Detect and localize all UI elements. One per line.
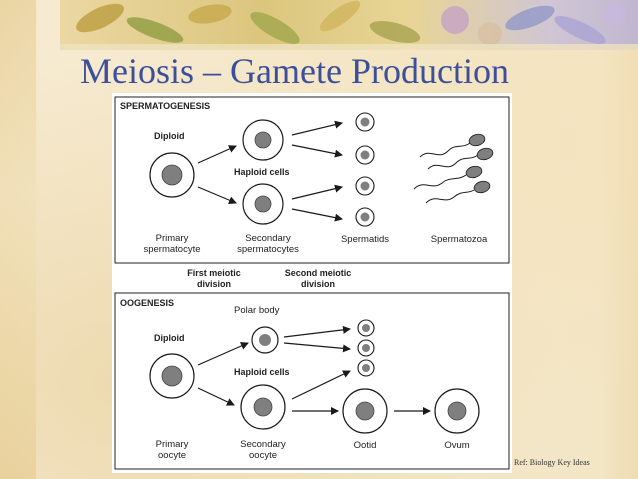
sperm-stage2-label-line1: Secondary: [245, 233, 291, 244]
spermatogenesis-panel: [114, 96, 510, 264]
gamete-production-diagram: SPERMATOGENESIS Diploid Haploid cells Pr…: [112, 93, 512, 473]
primary-oocyte-nucleus: [161, 365, 183, 387]
left-decorative-strip: [0, 0, 36, 479]
oogenesis-panel: [114, 292, 510, 470]
oo-arrow-1a: [197, 342, 249, 366]
sperm-arrow-2a: [291, 120, 343, 136]
polar-body-2-nucleus: [362, 324, 370, 332]
sperm-stage2-label-line2: spermatocytes: [237, 244, 299, 255]
oo-arrow-2b: [283, 342, 351, 353]
spermatozoon-2: [427, 147, 494, 170]
spermatozoon-3: [413, 165, 483, 190]
sperm-haploid-label: Haploid cells: [234, 167, 290, 177]
second-division-label-line2: division: [301, 279, 335, 289]
primary-spermatocyte-nucleus: [161, 164, 183, 186]
reference-note: Ref: Biology Key Ideas: [514, 458, 590, 467]
slide-title: Meiosis – Gamete Production: [80, 51, 509, 91]
floral-banner-image: [60, 0, 638, 50]
spermatozoon-4: [425, 180, 491, 204]
spermatid-1-nucleus: [360, 117, 370, 127]
spermatid-2-nucleus: [360, 150, 370, 160]
spermatid-4-nucleus: [360, 212, 370, 222]
sperm-arrow-2b: [291, 144, 343, 158]
oo-stage2-label-line2: oocyte: [249, 450, 277, 461]
polar-body-label: Polar body: [234, 305, 280, 316]
second-division-label-line1: Second meiotic: [285, 268, 352, 278]
polar-body-4-nucleus: [362, 364, 370, 372]
oo-stage1-label-line2: oocyte: [158, 450, 186, 461]
oo-haploid-label: Haploid cells: [234, 367, 290, 377]
oo-stage3-label: Ootid: [354, 440, 377, 451]
ovum-nucleus: [447, 401, 467, 421]
oo-stage1-label-line1: Primary: [156, 439, 189, 450]
secondary-spermatocyte-nucleus-top: [254, 131, 272, 149]
sperm-stage1-label-line2: spermatocyte: [143, 244, 200, 255]
first-division-label-line1: First meiotic: [187, 268, 241, 278]
first-polar-body-nucleus: [259, 334, 271, 346]
sperm-arrow-2d: [291, 208, 343, 222]
oo-stage4-label: Ovum: [444, 440, 469, 451]
spermatogenesis-heading: SPERMATOGENESIS: [120, 101, 210, 111]
sperm-stage1-label-line1: Primary: [156, 233, 189, 244]
first-division-label-line2: division: [197, 279, 231, 289]
sperm-arrow-2c: [291, 184, 343, 200]
spermatid-3-nucleus: [360, 181, 370, 191]
oo-arrow-1b: [197, 387, 235, 406]
ootid-nucleus: [355, 401, 375, 421]
sperm-diploid-label: Diploid: [154, 131, 185, 141]
sperm-stage3-label: Spermatids: [341, 234, 389, 245]
sperm-stage4-label: Spermatozoa: [431, 234, 488, 245]
oo-stage2-label-line1: Secondary: [240, 439, 286, 450]
secondary-spermatocyte-nucleus-bottom: [254, 195, 272, 213]
spermatozoon-1: [419, 133, 486, 158]
oo-diploid-label: Diploid: [154, 333, 185, 343]
sperm-arrow-1b: [197, 186, 237, 204]
polar-body-3-nucleus: [362, 344, 370, 352]
secondary-oocyte-nucleus: [253, 397, 273, 417]
oo-arrow-2a: [283, 325, 351, 338]
sperm-arrow-1a: [197, 145, 237, 164]
oogenesis-heading: OOGENESIS: [120, 298, 174, 308]
oo-arrow-2c: [291, 370, 351, 400]
